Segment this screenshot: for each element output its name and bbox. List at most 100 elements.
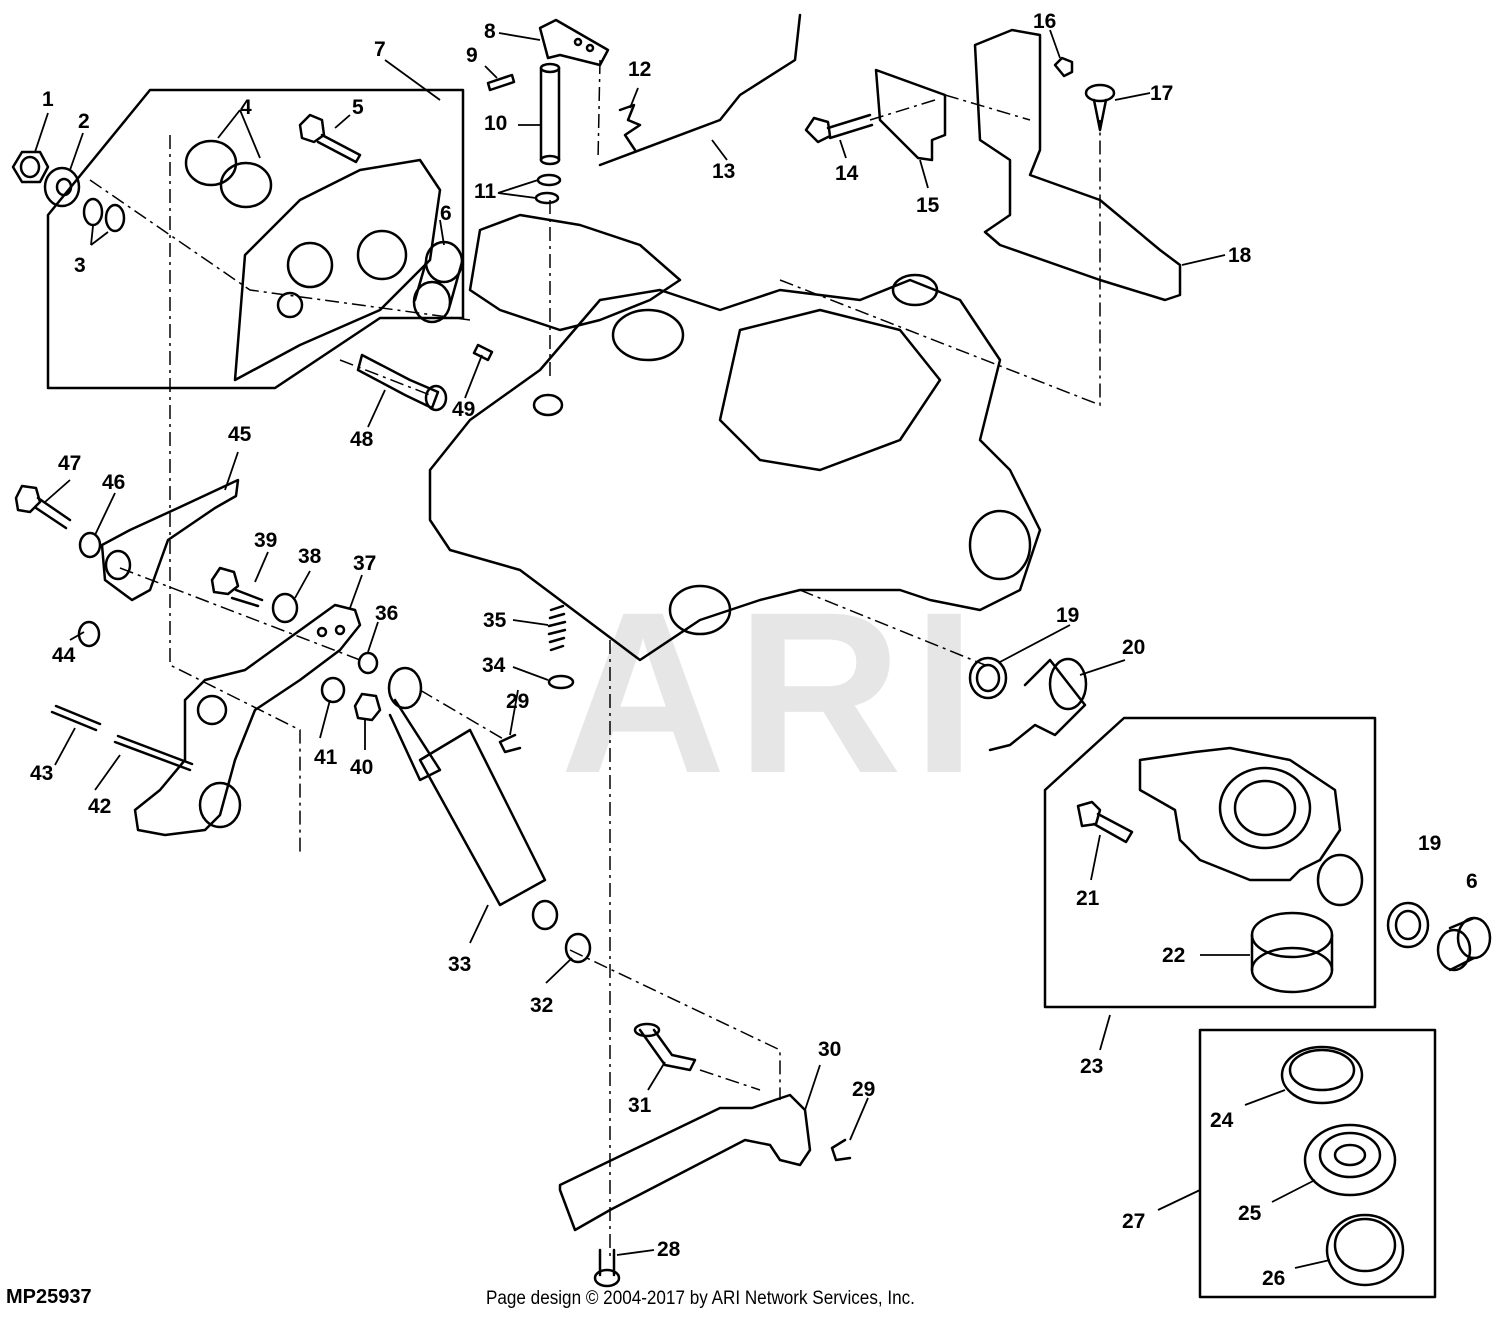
part-49-pin xyxy=(472,343,494,362)
part-19-seal-right xyxy=(1386,901,1430,949)
callout-42: 42 xyxy=(88,795,111,818)
callout-13: 13 xyxy=(712,160,735,183)
part-32-washer xyxy=(564,932,592,964)
callout-17: 17 xyxy=(1150,82,1173,105)
part-9-pin xyxy=(486,73,516,92)
part-2-washer xyxy=(43,166,81,208)
callout-24: 24 xyxy=(1210,1109,1234,1132)
callout-27: 27 xyxy=(1122,1210,1145,1233)
part-15-plate xyxy=(874,68,947,162)
watermark: ARI xyxy=(560,564,987,821)
part-12-clip xyxy=(618,103,642,152)
part-37-lever xyxy=(133,603,362,837)
callout-11: 11 xyxy=(474,180,497,203)
callout-45: 45 xyxy=(228,423,252,446)
callout-4: 4 xyxy=(240,96,252,119)
part-45-spring-plate xyxy=(100,478,240,602)
callout-26: 26 xyxy=(1262,1267,1285,1290)
callout-39: 39 xyxy=(254,529,277,552)
part-42-pin xyxy=(113,734,194,772)
callout-16: 16 xyxy=(1033,10,1056,33)
callout-6-upper: 6 xyxy=(440,202,452,225)
part-29-e-clip-lower xyxy=(830,1138,852,1162)
callout-18: 18 xyxy=(1228,244,1252,267)
transaxle-housing xyxy=(428,213,1042,662)
part-22-bearing xyxy=(1250,911,1334,994)
part-39-bolt xyxy=(210,566,264,608)
callout-9: 9 xyxy=(466,44,478,67)
callout-5: 5 xyxy=(352,96,364,119)
part-10-shaft xyxy=(539,62,561,166)
part-24-bearing-race xyxy=(1280,1045,1364,1105)
part-17-screw xyxy=(1084,83,1116,132)
part-26-bearing-race xyxy=(1325,1213,1405,1287)
part-20-boot xyxy=(988,657,1088,752)
part-43-pin xyxy=(50,704,102,732)
callout-10: 10 xyxy=(484,112,507,135)
callout-8: 8 xyxy=(484,20,496,43)
callout-47: 47 xyxy=(58,452,81,475)
callout-3: 3 xyxy=(74,254,86,277)
callout-40: 40 xyxy=(350,756,373,779)
callout-37: 37 xyxy=(353,552,376,575)
callout-20: 20 xyxy=(1122,636,1145,659)
part-28-screw xyxy=(593,1248,621,1288)
callout-29-lower: 29 xyxy=(852,1078,875,1101)
callout-15: 15 xyxy=(916,194,940,217)
part-1-nut xyxy=(11,150,50,184)
part-14-bolt xyxy=(804,113,874,144)
part-21-fitting xyxy=(1076,800,1134,844)
part-19-seal-middle xyxy=(968,656,1008,700)
part-4-o-rings xyxy=(184,139,273,209)
part-48-check-valve xyxy=(356,353,448,412)
part-7-end-cover xyxy=(233,158,442,382)
callout-1: 1 xyxy=(42,88,54,111)
part-8-control-arm xyxy=(538,18,610,67)
part-6-bushing-upper xyxy=(412,240,464,324)
callout-22: 22 xyxy=(1162,944,1185,967)
copyright-notice: Page design © 2004-2017 by ARI Network S… xyxy=(486,1288,915,1309)
part-29-e-clip-upper xyxy=(498,733,522,754)
part-30-arm xyxy=(558,1093,812,1232)
callout-44: 44 xyxy=(52,644,76,667)
part-31-pin xyxy=(633,1022,697,1072)
callout-35: 35 xyxy=(483,609,507,632)
diagram-code: MP25937 xyxy=(6,1286,92,1308)
callout-32: 32 xyxy=(530,994,553,1017)
callout-23: 23 xyxy=(1080,1055,1103,1078)
part-5-bolt xyxy=(298,113,362,164)
part-6-bushing-right xyxy=(1436,916,1492,972)
callout-28: 28 xyxy=(657,1238,681,1261)
callout-36: 36 xyxy=(375,602,398,625)
part-40-nut xyxy=(353,692,382,722)
part-34-o-ring xyxy=(547,674,575,690)
callout-48: 48 xyxy=(350,428,374,451)
bearing-kit-box xyxy=(1198,1028,1437,1299)
callout-19-right: 19 xyxy=(1418,832,1441,855)
axle-housing-group-box xyxy=(1043,716,1377,1009)
callout-2: 2 xyxy=(78,110,90,133)
part-38-washer xyxy=(271,592,299,624)
callout-14: 14 xyxy=(835,162,859,185)
part-25-bearing xyxy=(1303,1123,1397,1197)
callout-29-upper: 29 xyxy=(506,690,529,713)
part-35-spring xyxy=(547,604,567,652)
part-3-o-rings xyxy=(82,197,126,233)
callout-30: 30 xyxy=(818,1038,841,1061)
part-46-washer xyxy=(78,531,102,559)
part-13-rod xyxy=(598,13,802,167)
callout-46: 46 xyxy=(102,471,125,494)
callout-12: 12 xyxy=(628,58,651,81)
part-23-axle-housing xyxy=(1138,746,1364,907)
callout-21: 21 xyxy=(1076,887,1100,910)
part-36-washer xyxy=(357,651,379,675)
callout-31: 31 xyxy=(628,1094,652,1117)
callout-43: 43 xyxy=(30,762,53,785)
part-18-bracket xyxy=(973,28,1182,302)
part-47-bolt xyxy=(14,484,72,530)
callout-38: 38 xyxy=(298,545,322,568)
callout-25: 25 xyxy=(1238,1202,1262,1225)
part-11-o-rings xyxy=(534,173,562,205)
callout-7: 7 xyxy=(374,38,386,61)
